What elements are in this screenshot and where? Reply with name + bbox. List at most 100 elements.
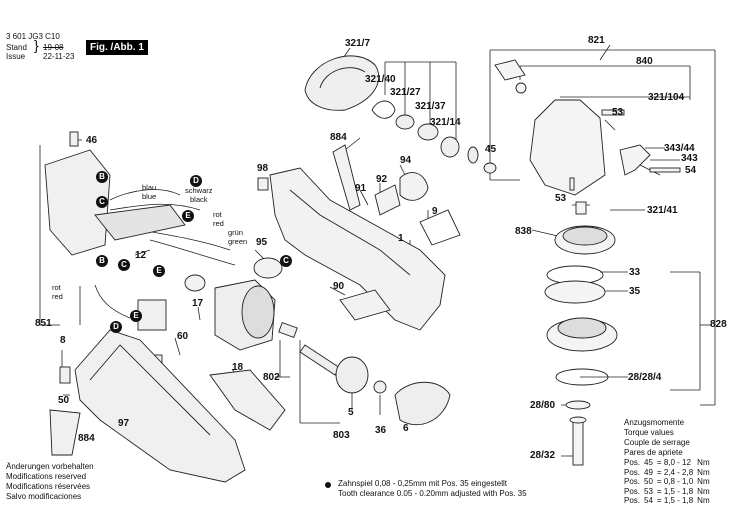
part-label-321-27: 321/27 (390, 87, 421, 98)
brace-glyph: } (34, 37, 39, 53)
part-label-91: 91 (355, 183, 367, 194)
wire-label-blue: blue (142, 192, 157, 201)
wire-label-schwarz: schwarz (185, 186, 213, 195)
part-label-884-top: 884 (330, 132, 347, 143)
torque-val: = 2,4 - 2,8 (656, 467, 694, 477)
part-label-50: 50 (58, 395, 70, 406)
part-label-92: 92 (376, 174, 388, 185)
part-label-33: 33 (629, 267, 641, 278)
part-label-321-14: 321/14 (430, 117, 461, 128)
connector-marker-d-2: D (110, 321, 122, 333)
wire-label-rot-2: rot (52, 283, 61, 292)
stand-value: 19-08 (43, 43, 64, 52)
part-label-90: 90 (333, 281, 345, 292)
torque-pos: Pos. (624, 477, 641, 486)
part-label-45: 45 (485, 144, 497, 155)
wire-label-red-1: red (213, 219, 224, 228)
torque-val: = 8,0 - 12 (656, 458, 691, 467)
part-label-94: 94 (400, 155, 412, 166)
stand-label: Stand (6, 43, 27, 52)
modifications-en: Modifications reserved (6, 472, 87, 481)
torque-num: 49 (644, 467, 653, 477)
torque-heading-en: Torque values (624, 428, 674, 437)
part-label-35: 35 (629, 286, 641, 297)
torque-val: = 1,5 - 1,8 (656, 486, 694, 496)
part-label-321-41: 321/41 (647, 205, 678, 216)
torque-unit: Nm (697, 477, 710, 486)
torque-val: = 1,5 - 1,8 (656, 496, 694, 505)
part-label-53-top: 53 (612, 107, 624, 118)
part-label-53-bottom: 53 (555, 193, 567, 204)
torque-row: Pos.45= 8,0 - 12 Nm (622, 458, 712, 468)
part-label-803: 803 (333, 430, 350, 441)
torque-values-block: Anzugsmomente Torque values Couple de se… (624, 418, 712, 506)
part-label-802: 802 (263, 372, 280, 383)
connector-marker-b-1: B (96, 171, 108, 183)
part-label-8: 8 (60, 335, 66, 346)
part-label-5: 5 (348, 407, 354, 418)
part-label-321-40: 321/40 (365, 74, 396, 85)
part-label-838: 838 (515, 226, 532, 237)
torque-unit: Nm (697, 496, 710, 505)
torque-pos: Pos. (624, 496, 641, 505)
part-label-321-7: 321/7 (345, 38, 371, 49)
part-label-821: 821 (588, 35, 605, 46)
torque-num: 54 (644, 496, 653, 505)
wire-label-rot-1: rot (213, 210, 222, 219)
part-label-321-37: 321/37 (415, 101, 446, 112)
connector-marker-c-2: C (118, 259, 130, 271)
part-label-840: 840 (636, 56, 653, 67)
connector-marker-c-3: C (280, 255, 292, 267)
note-line-de: Zahnspiel 0,08 - 0,25mm mit Pos. 35 eing… (338, 479, 507, 488)
torque-heading-fr: Couple de serrage (624, 438, 690, 447)
modifications-notice: Änderungen vorbehalten Modifications res… (6, 462, 94, 502)
part-label-851: 851 (35, 318, 52, 329)
part-label-36: 36 (375, 425, 387, 436)
torque-unit: Nm (697, 458, 710, 467)
torque-val: = 0,8 - 1,0 (656, 477, 694, 486)
modifications-es: Salvo modificaciones (6, 492, 82, 501)
wire-label-red-2: red (52, 292, 63, 301)
torque-num: 53 (644, 486, 653, 496)
part-label-97: 97 (118, 418, 130, 429)
issue-value: 22-11-23 (43, 52, 75, 61)
torque-pos: Pos. (624, 486, 641, 496)
part-label-884-bottom: 884 (78, 433, 95, 444)
part-label-95: 95 (256, 237, 268, 248)
connector-marker-e-1: E (182, 210, 194, 222)
part-label-17: 17 (192, 298, 204, 309)
part-label-343: 343 (681, 153, 698, 164)
torque-num: 50 (644, 477, 653, 486)
part-label-321-104: 321/104 (648, 92, 685, 103)
wire-label-green: green (228, 237, 248, 246)
modifications-de: Änderungen vorbehalten (6, 462, 94, 471)
part-label-98: 98 (257, 163, 269, 174)
part-label-828: 828 (710, 319, 727, 330)
modifications-fr: Modifications réservées (6, 482, 91, 491)
part-label-54: 54 (685, 165, 697, 176)
wire-label-black: black (190, 195, 208, 204)
figure-badge: Fig. /Abb. 1 (86, 40, 148, 55)
issue-label: Issue (6, 52, 26, 61)
torque-unit: Nm (697, 467, 710, 477)
part-label-60: 60 (177, 331, 189, 342)
tooth-clearance-note: Zahnspiel 0,08 - 0,25mm mit Pos. 35 eing… (338, 479, 527, 499)
note-line-en: Tooth clearance 0.05 - 0.20mm adjusted w… (338, 489, 527, 498)
part-label-6: 6 (403, 423, 409, 434)
part-label-9: 9 (432, 206, 438, 217)
torque-heading-es: Pares de apriete (624, 448, 683, 457)
part-label-28-28-4: 28/28/4 (628, 372, 662, 383)
torque-unit: Nm (697, 486, 710, 496)
torque-pos: Pos. (624, 458, 641, 467)
connector-marker-b-2: B (96, 255, 108, 267)
part-label-12: 12 (135, 250, 147, 261)
part-label-28-32: 28/32 (530, 450, 556, 461)
torque-num: 45 (644, 458, 653, 467)
torque-pos: Pos. (624, 467, 641, 477)
wire-label-blau: blau (142, 183, 157, 192)
part-label-343-44: 343/44 (664, 143, 695, 154)
